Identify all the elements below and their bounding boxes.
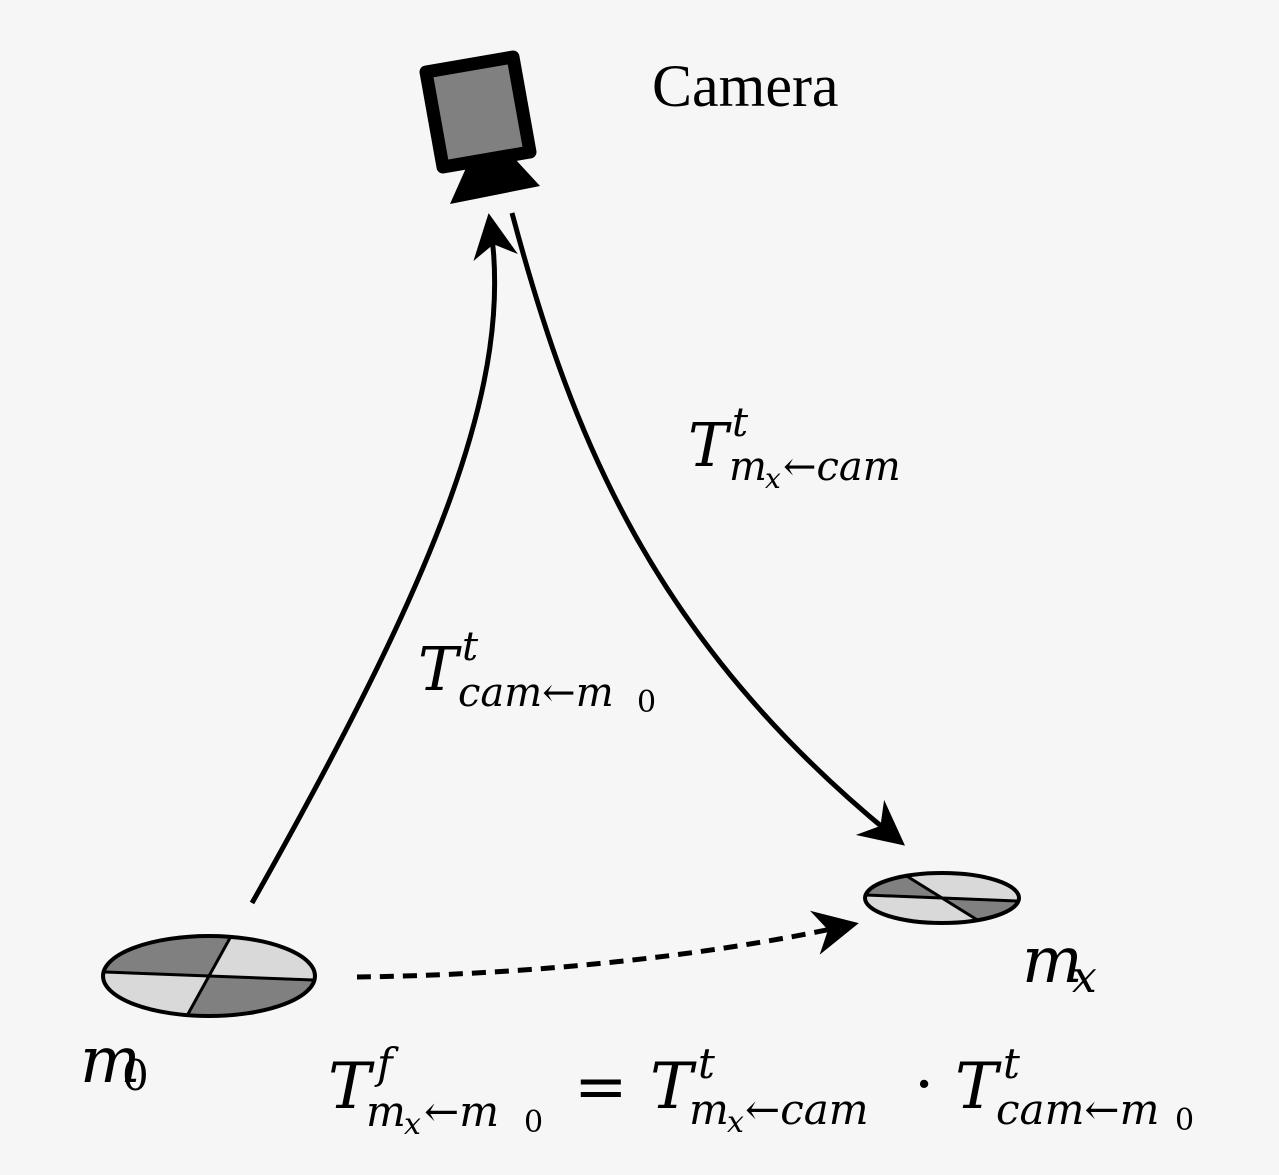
svg-text:T: T (650, 1050, 697, 1124)
svg-text:←m: ←m (424, 1087, 499, 1136)
svg-text:t: t (1003, 1039, 1020, 1088)
arrow-m0-to-mx-dashed (356, 910, 859, 980)
marker-m0-icon (101, 934, 317, 1018)
svg-text:x: x (404, 1107, 421, 1142)
svg-text:0: 0 (524, 1105, 543, 1140)
svg-text:m: m (689, 1085, 729, 1134)
svg-text:x: x (727, 1105, 744, 1140)
camera-label: Camera (652, 53, 839, 119)
composition-equation: T f m x ←m 0 = T t m x ←cam · T t cam←m … (328, 1039, 1194, 1142)
arrow-m0-to-camera (249, 213, 518, 905)
svg-text:←cam: ←cam (783, 444, 901, 490)
camera-body (419, 50, 537, 174)
svg-text:f: f (374, 1039, 399, 1088)
svg-text:←cam: ←cam (745, 1085, 869, 1134)
svg-text:m: m (729, 444, 767, 490)
svg-text:cam←m: cam←m (996, 1085, 1159, 1134)
svg-text:0: 0 (637, 685, 656, 720)
svg-text:=: = (574, 1050, 628, 1124)
svg-text:cam←m: cam←m (458, 670, 614, 716)
svg-text:m: m (366, 1087, 406, 1136)
svg-text:t: t (732, 400, 749, 446)
svg-text:t: t (698, 1039, 715, 1088)
arrow-camera-to-mx (509, 212, 906, 846)
svg-text:0: 0 (1175, 1103, 1194, 1138)
camera-icon (419, 50, 540, 204)
svg-text:0: 0 (122, 1051, 149, 1100)
svg-text:x: x (1072, 952, 1097, 1003)
marker-mx-icon (863, 871, 1021, 925)
svg-text:T: T (688, 411, 732, 481)
label-mx: m x (1022, 924, 1097, 1003)
svg-text:x: x (765, 462, 781, 495)
svg-text:m: m (80, 1024, 141, 1098)
transform-mx-from-cam-label: T t m x ←cam (688, 400, 901, 495)
svg-text:m: m (1022, 924, 1083, 998)
svg-text:·: · (914, 1048, 934, 1122)
svg-text:t: t (462, 624, 479, 670)
transform-cam-from-m0-label: T t cam←m 0 (418, 624, 656, 720)
label-m0: m 0 (80, 1024, 149, 1100)
svg-text:T: T (328, 1050, 375, 1124)
camera-lens-base (450, 160, 540, 204)
svg-text:T: T (955, 1050, 1002, 1124)
svg-text:T: T (418, 635, 462, 705)
